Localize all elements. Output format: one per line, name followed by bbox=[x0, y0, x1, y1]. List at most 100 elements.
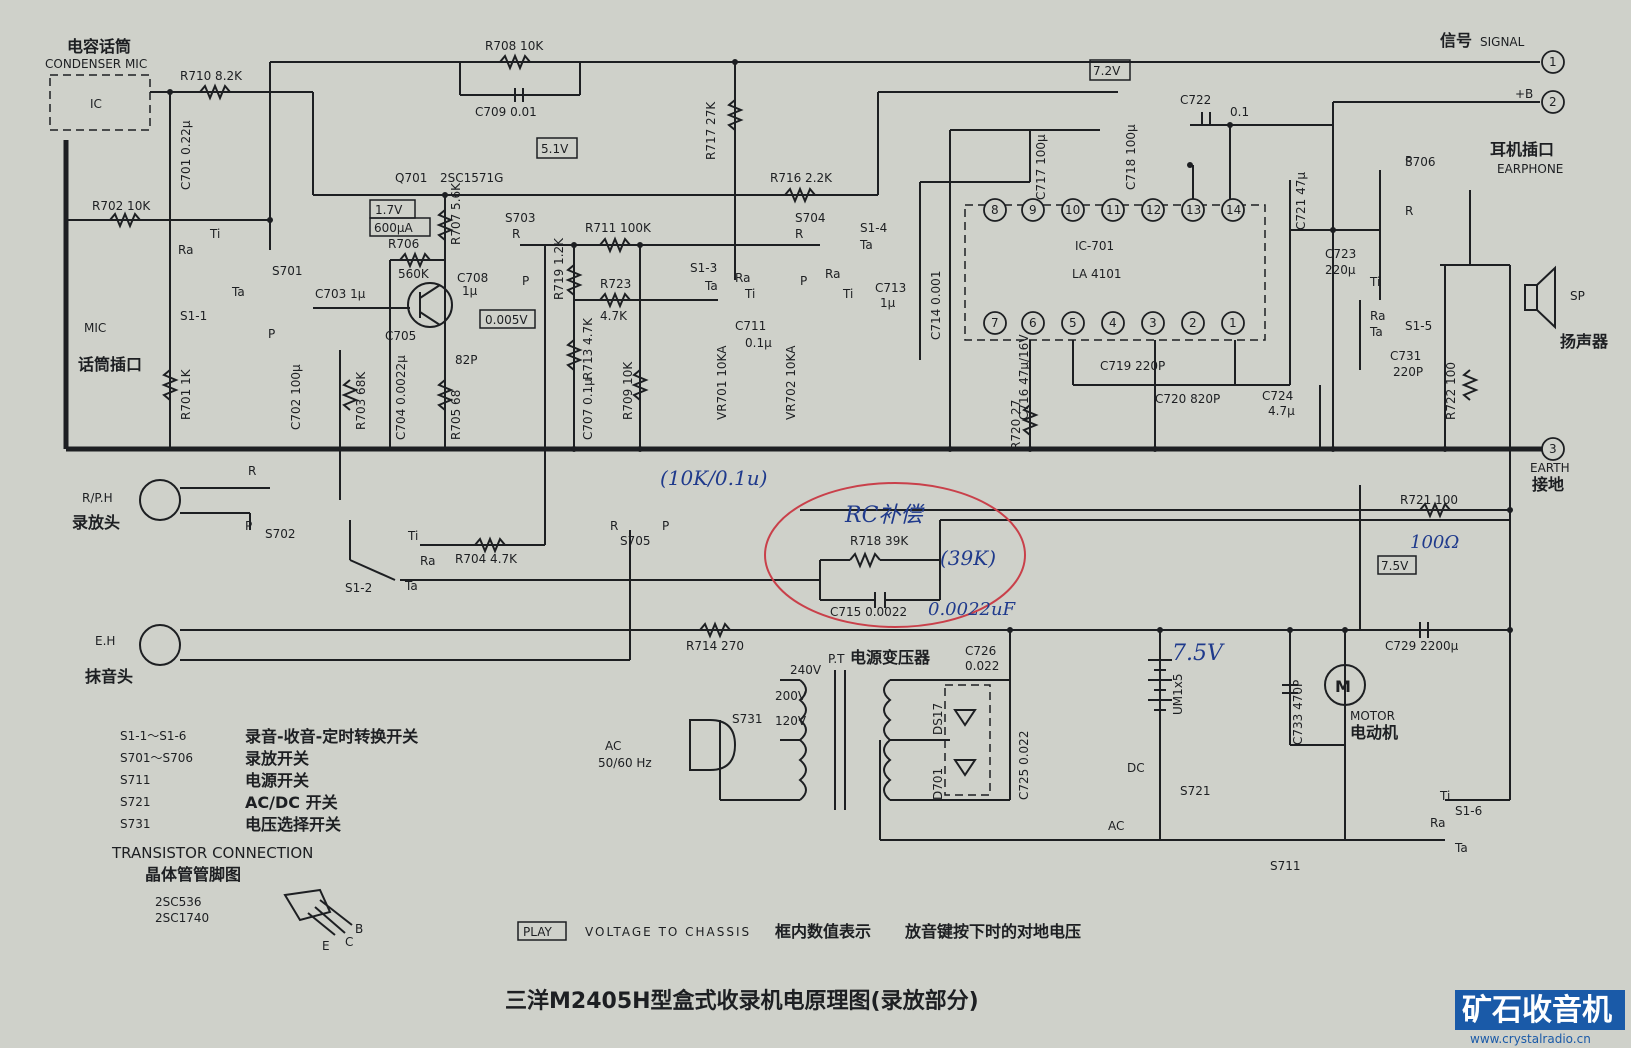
components-r710-label: R710 8.2K bbox=[180, 69, 243, 83]
components-dc-label: DC bbox=[1127, 761, 1145, 775]
note-cn2-label: 放音键按下时的对地电压 bbox=[904, 922, 1081, 941]
head-symbols bbox=[139, 479, 181, 666]
switch-letters-Ra-label: Ra bbox=[420, 554, 435, 568]
switch-letters-Ti-label: Ti bbox=[407, 529, 418, 543]
components-c722v-label: 0.1 bbox=[1230, 105, 1249, 119]
components-s1-6-label: S1-6 bbox=[1455, 804, 1482, 818]
components-s702-label: S702 bbox=[265, 527, 296, 541]
components-s1-4-label: S1-4 bbox=[860, 221, 887, 235]
switch-letters-Ra-label: Ra bbox=[178, 243, 193, 257]
components-c720-label: C720 820P bbox=[1155, 392, 1220, 406]
components-r707-label: R707 5.6K bbox=[449, 182, 463, 245]
components-acsw-label: AC bbox=[1108, 819, 1124, 833]
terminal-3-label: EARTH bbox=[1530, 461, 1570, 475]
pin-b bbox=[319, 899, 353, 926]
voltages-v75-label: 7.5V bbox=[1381, 559, 1409, 573]
components-c726v-label: 0.022 bbox=[965, 659, 999, 673]
switch-letters-R-label: R bbox=[248, 464, 256, 478]
rc-annotation-circle bbox=[764, 482, 1026, 628]
components-battery-label: UM1x5 bbox=[1171, 673, 1185, 715]
blocks-motor-cn-label: 电动机 bbox=[1350, 723, 1398, 742]
components-s1-1-label: S1-1 bbox=[180, 309, 207, 323]
svg-text:4: 4 bbox=[1109, 316, 1117, 330]
components-s704-label: S704 bbox=[795, 211, 826, 225]
svg-text:5: 5 bbox=[1069, 316, 1077, 330]
components-c726-label: C726 bbox=[965, 644, 996, 658]
switch-letters-Ra-label: Ra bbox=[1430, 816, 1445, 830]
switch-letters-P-label: P bbox=[1405, 154, 1412, 168]
components-c717-label: C717 100μ bbox=[1034, 134, 1048, 200]
components-s1-3-label: S1-3 bbox=[690, 261, 717, 275]
blocks-transformer-pt-label: P.T bbox=[828, 652, 845, 666]
blocks-eh-head-cn-label: 抹音头 bbox=[85, 667, 133, 686]
svg-text:12: 12 bbox=[1146, 203, 1161, 217]
switch-letters-R-label: R bbox=[1405, 204, 1413, 218]
components-r714-label: R714 270 bbox=[686, 639, 744, 653]
terminal-1-num: 1 bbox=[1549, 55, 1557, 69]
svg-text:8: 8 bbox=[991, 203, 999, 217]
components-c724-label: C724 bbox=[1262, 389, 1293, 403]
components-c702-label: C702 100μ bbox=[289, 364, 303, 430]
blocks-ic701-name-label: IC-701 bbox=[1075, 239, 1114, 253]
blocks-rp-head-cn-label: 录放头 bbox=[72, 513, 120, 532]
components-r719-label: R719 1.2K bbox=[552, 237, 566, 300]
switch-letters-Ti-label: Ti bbox=[744, 287, 755, 301]
vbox-play bbox=[517, 921, 567, 941]
note-cn1-label: 框内数值表示 bbox=[775, 922, 871, 941]
components-r718-label: R718 39K bbox=[850, 534, 909, 548]
condenser-mic-cn: 电容话筒 bbox=[67, 37, 131, 56]
voltages-i600-label: 600μA bbox=[374, 221, 414, 235]
components-c714-label: C714 0.001 bbox=[929, 271, 943, 340]
terminal-2-num: 2 bbox=[1549, 95, 1557, 109]
components-s1-5-label: S1-5 bbox=[1405, 319, 1432, 333]
ac-plug bbox=[689, 719, 737, 771]
terminal-circles bbox=[1541, 50, 1565, 461]
legend-0-desc-label: 录音-收音-定时转换开关 bbox=[245, 727, 418, 746]
terminal-3-sub: 接地 bbox=[1532, 475, 1564, 494]
wiring bbox=[63, 61, 1545, 841]
components-c711-label: C711 bbox=[735, 319, 766, 333]
components-c705v-label: 82P bbox=[455, 353, 478, 367]
voltages-v51-label: 5.1V bbox=[541, 142, 569, 156]
terminal-2-label: +B bbox=[1515, 87, 1533, 101]
legend-2-code-label: S711 bbox=[120, 773, 151, 787]
components-c723-label: C723 bbox=[1325, 247, 1356, 261]
blocks-eh-head-en-label: E.H bbox=[95, 634, 115, 648]
transistor-pins-0-label: E bbox=[322, 939, 330, 953]
blocks-speaker-en-label: SP bbox=[1570, 289, 1585, 303]
switch-letters-P-label: P bbox=[800, 274, 807, 288]
components-s706-label: S706 bbox=[1405, 155, 1436, 169]
components-c722-label: C722 bbox=[1180, 93, 1211, 107]
vbox-5_1v bbox=[536, 137, 578, 159]
rc-annotation: RC补偿 bbox=[844, 503, 925, 528]
voltages-v17-label: 1.7V bbox=[375, 203, 403, 217]
blocks-rp-head-en-label: R/P.H bbox=[82, 491, 113, 505]
voltages-v0005-label: 0.005V bbox=[485, 313, 528, 327]
switch-letters-Ta-label: Ta bbox=[704, 279, 718, 293]
switch-letters-Ta-label: Ta bbox=[231, 285, 245, 299]
components-c723v-label: 220μ bbox=[1325, 263, 1356, 277]
transistor-types-1-label: 2SC1740 bbox=[155, 911, 209, 925]
legend-0-code-label: S1-1～S1-6 bbox=[120, 729, 186, 743]
transformer-symbol bbox=[798, 670, 892, 810]
page-title: 三洋M2405H型盒式收录机电原理图(录放部分) bbox=[505, 988, 979, 1014]
components-r705-label: R705 68 bbox=[449, 390, 463, 440]
components-r701-label: R701 1K bbox=[179, 368, 193, 420]
components-s711-label: S711 bbox=[1270, 859, 1301, 873]
components-c703-label: C703 1μ bbox=[315, 287, 366, 301]
annotations-a3-label: 100Ω bbox=[1410, 532, 1459, 553]
components-c708v-label: 1μ bbox=[462, 284, 478, 298]
components-c731v-label: 220P bbox=[1393, 365, 1423, 379]
blocks-mic-jack-cn-label: 话筒插口 bbox=[78, 355, 142, 374]
switch-letters-Ti-label: Ti bbox=[209, 227, 220, 241]
transistor-pins-2-label: B bbox=[355, 922, 363, 936]
switch-letters-Ti-label: Ti bbox=[842, 287, 853, 301]
components-r720-label: R720 27 bbox=[1009, 400, 1023, 450]
components-c711v-label: 0.1μ bbox=[745, 336, 772, 350]
svg-text:2: 2 bbox=[1189, 316, 1197, 330]
blocks-motor-en-label: MOTOR bbox=[1350, 709, 1395, 723]
components-c707-label: C707 0.1μ bbox=[581, 378, 595, 440]
q701-symbol bbox=[407, 282, 453, 328]
